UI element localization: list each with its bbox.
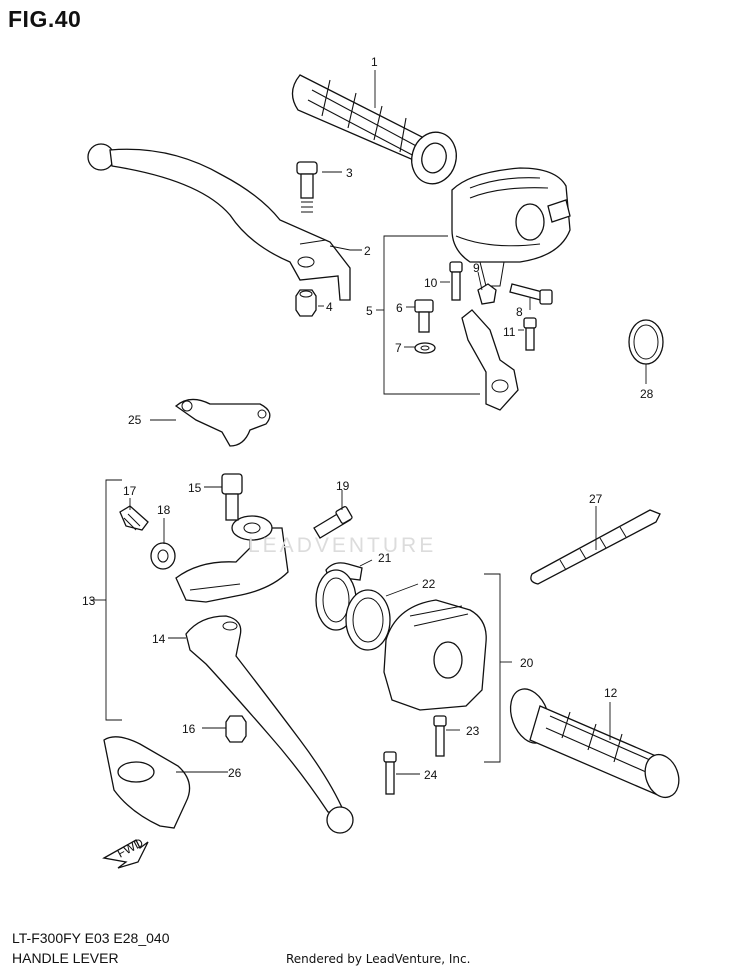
part-6-screw[interactable]	[414, 299, 434, 333]
part-11-screw[interactable]	[523, 317, 537, 351]
callout-27: 27	[589, 492, 603, 506]
part-28-o-ring[interactable]	[628, 319, 664, 365]
callout-11: 11	[503, 325, 516, 339]
callout-2: 2	[364, 244, 371, 258]
callout-28: 28	[640, 387, 654, 401]
callout-23: 23	[466, 724, 480, 738]
part-20-switch-assembly[interactable]	[383, 599, 487, 711]
group-bracket-5	[383, 235, 480, 395]
callout-22: 22	[422, 577, 436, 591]
callout-21: 21	[378, 551, 392, 565]
part-10-screw[interactable]	[449, 261, 463, 301]
part-14-clutch-lever[interactable]	[185, 615, 354, 834]
part-5-switch-assembly[interactable]	[451, 167, 571, 287]
part-8-screw[interactable]	[509, 283, 553, 305]
callout-labels: 1 2 3 4 5 6 7 8 9 10 11 12 13 14 15 16 1…	[82, 55, 654, 782]
part-27-cable-tie[interactable]	[530, 509, 661, 585]
callout-12: 12	[604, 686, 618, 700]
callout-6: 6	[396, 301, 403, 315]
callout-13: 13	[82, 594, 96, 608]
part-3-pivot-bolt[interactable]	[296, 161, 318, 213]
callout-19: 19	[336, 479, 350, 493]
group-bracket-20	[484, 573, 501, 763]
callout-25: 25	[128, 413, 142, 427]
callout-24: 24	[424, 768, 438, 782]
callout-7: 7	[395, 341, 402, 355]
watermark-text: LEADVENTURE	[248, 534, 437, 557]
part-24-screw[interactable]	[383, 751, 397, 795]
part-13-lever-holder[interactable]	[175, 515, 289, 603]
part-26-lever-guard[interactable]	[103, 736, 191, 829]
part-17-adjuster-screw[interactable]	[119, 505, 149, 531]
callout-14: 14	[152, 632, 166, 646]
callout-1: 1	[371, 55, 378, 69]
part-23-screw[interactable]	[433, 715, 447, 757]
section-name: HANDLE LEVER	[12, 950, 119, 966]
part-7-washer[interactable]	[414, 342, 436, 354]
part-5-throttle-lever[interactable]	[461, 309, 519, 411]
callout-15: 15	[188, 481, 202, 495]
callout-26: 26	[228, 766, 242, 780]
callout-20: 20	[520, 656, 534, 670]
leader-lines	[90, 70, 647, 775]
figure-label: FIG.40	[8, 6, 82, 32]
part-1-handlebar-grip[interactable]	[291, 74, 462, 189]
part-4-nut[interactable]	[295, 289, 317, 317]
callout-3: 3	[346, 166, 353, 180]
rendered-by-credit: Rendered by LeadVenture, Inc.	[286, 952, 471, 966]
callout-4: 4	[326, 300, 333, 314]
callout-5: 5	[366, 304, 373, 318]
callout-8: 8	[516, 305, 523, 319]
part-12-handlebar-grip[interactable]	[504, 684, 685, 803]
group-bracket-13	[105, 479, 122, 721]
fwd-direction-arrow: FWD	[102, 835, 149, 869]
callout-17: 17	[123, 484, 137, 498]
part-16-nut[interactable]	[225, 715, 247, 743]
part-22-band[interactable]	[315, 569, 391, 651]
part-15-bolt[interactable]	[221, 473, 243, 521]
part-18-lock-nut[interactable]	[150, 542, 176, 570]
callout-18: 18	[157, 503, 171, 517]
part-9-block[interactable]	[477, 283, 497, 305]
part-25-bracket[interactable]	[174, 398, 271, 447]
part-2-brake-lever[interactable]	[87, 143, 351, 301]
model-code: LT-F300FY E03 E28_040	[12, 930, 170, 946]
callout-16: 16	[182, 722, 196, 736]
callout-9: 9	[473, 261, 480, 275]
part-19-screw[interactable]	[313, 506, 353, 539]
callout-10: 10	[424, 276, 438, 290]
